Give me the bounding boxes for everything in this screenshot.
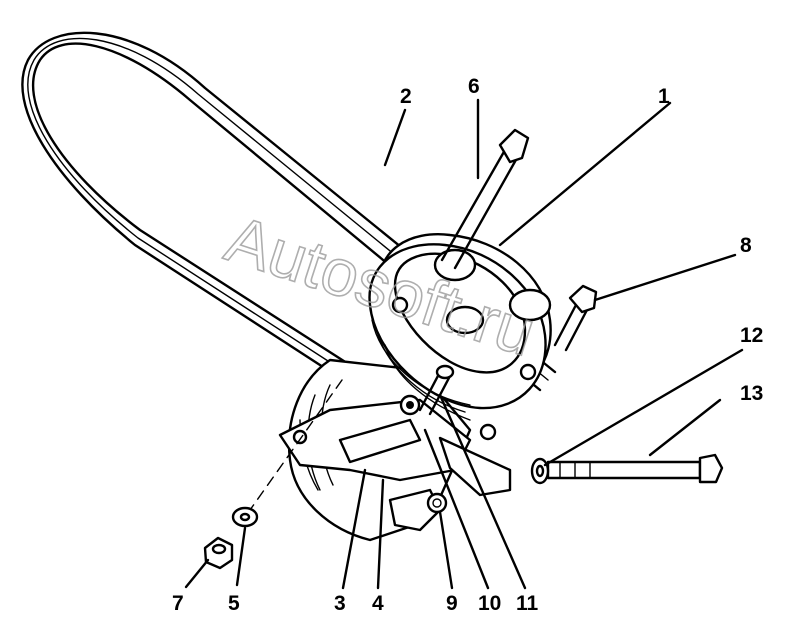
callout-9: 9 <box>446 592 458 615</box>
callout-12: 12 <box>740 324 763 347</box>
washer-5 <box>231 506 259 528</box>
washer-12 <box>530 457 550 485</box>
callout-5: 5 <box>228 592 240 615</box>
callout-3: 3 <box>334 592 346 615</box>
compressor-head <box>368 233 552 441</box>
adjuster-stud <box>418 364 455 416</box>
callout-11: 11 <box>516 592 539 615</box>
callout-6: 6 <box>468 75 480 98</box>
callout-2: 2 <box>400 85 412 108</box>
callout-4: 4 <box>372 592 384 615</box>
callout-7: 7 <box>172 592 184 615</box>
callout-labels: 1 2 3 4 5 6 7 8 9 10 11 12 13 <box>172 75 763 615</box>
callout-8: 8 <box>740 234 752 257</box>
bolt-13 <box>546 453 724 484</box>
drive-belt <box>21 31 557 392</box>
callout-10: 10 <box>478 592 501 615</box>
assembly-axis-line <box>249 379 343 511</box>
leader-lines <box>184 98 744 590</box>
bolt-6 <box>440 128 530 270</box>
mounting-bracket <box>278 394 512 532</box>
nut-9 <box>426 492 448 514</box>
nut-7 <box>203 536 234 570</box>
bolt-8 <box>553 284 598 352</box>
callout-13: 13 <box>740 382 763 405</box>
callout-1: 1 <box>658 85 670 108</box>
